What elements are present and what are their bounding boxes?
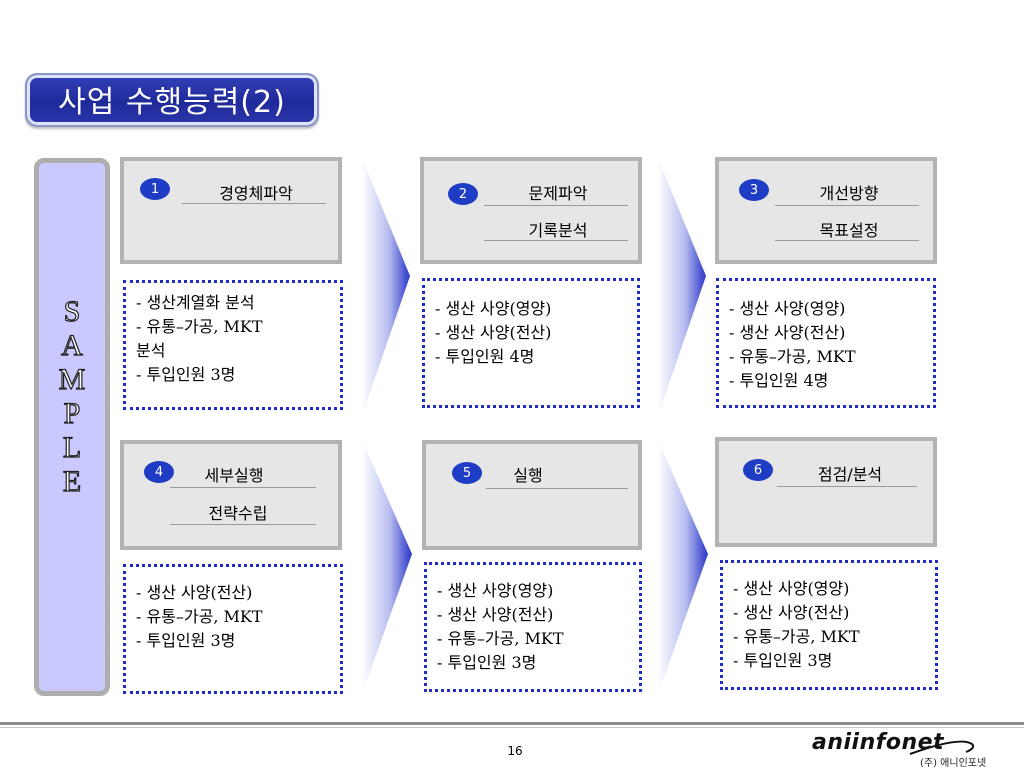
- step-number-badge: 4: [144, 461, 174, 483]
- page-title: 사업 수행능력(2): [58, 85, 286, 120]
- step-number-badge: 1: [140, 178, 170, 200]
- sample-letter: P: [63, 396, 81, 430]
- bullet-line: - 생산 사양(영양): [437, 581, 554, 600]
- step-label-underline: [170, 524, 316, 525]
- bullet-line: - 투입인원 3명: [437, 653, 537, 672]
- step-detail-box-4: - 생산 사양(전산) - 유통–가공, MKT - 투입인원 3명: [123, 564, 343, 694]
- bullet-line: - 생산 사양(전산): [136, 583, 253, 602]
- bullet-line: 분석: [136, 341, 166, 360]
- step-card-4: 4 세부실행 전략수립: [120, 440, 342, 550]
- logo-text: aniinfonet: [812, 730, 945, 755]
- step-label-underline: [484, 240, 628, 241]
- bullet-line: - 유통–가공, MKT: [729, 347, 856, 366]
- bullet-line: - 생산 사양(영양): [435, 299, 552, 318]
- step-label: 개선방향: [819, 184, 879, 203]
- sample-letter: S: [63, 294, 81, 328]
- logo-subtext: (주) 애니인포넷: [920, 758, 987, 769]
- step-number-badge: 2: [448, 183, 478, 205]
- bullet-line: - 생산 사양(전산): [733, 603, 850, 622]
- step-label: 문제파악: [528, 184, 588, 203]
- bullet-line: - 투입인원 4명: [435, 347, 535, 366]
- bullet-line: - 생산계열화 분석: [136, 293, 255, 312]
- step-number-badge: 6: [743, 459, 773, 481]
- bullet-line: - 생산 사양(영양): [733, 579, 850, 598]
- sample-letter: E: [62, 464, 82, 498]
- bullet-line: - 유통–가공, MKT: [136, 317, 263, 336]
- step-card-2: 2 문제파악 기록분석: [420, 157, 642, 264]
- bullet-line: - 투입인원 3명: [733, 651, 833, 670]
- footer-divider: [0, 727, 1024, 728]
- sample-letter: A: [61, 328, 84, 362]
- bullet-line: - 생산 사양(영양): [729, 299, 846, 318]
- step-detail-box-6: - 생산 사양(영양) - 생산 사양(전산) - 유통–가공, MKT - 투…: [720, 560, 938, 690]
- step-label-underline: [777, 486, 917, 487]
- step-detail-box-3: - 생산 사양(영양) - 생산 사양(전산) - 유통–가공, MKT - 투…: [716, 278, 936, 408]
- step-label-underline: [182, 203, 326, 204]
- step-label: 목표설정: [819, 221, 879, 240]
- step-label-underline: [775, 240, 919, 241]
- step-label-underline: [486, 488, 628, 489]
- step-label: 실행: [513, 466, 543, 485]
- step-label: 점검/분석: [817, 465, 883, 484]
- step-card-3: 3 개선방향 목표설정: [715, 157, 937, 264]
- step-label-underline: [170, 487, 316, 488]
- company-logo: aniinfonet (주) 애니인포넷: [810, 730, 1020, 769]
- step-label: 전략수립: [208, 504, 268, 523]
- page-title-badge: 사업 수행능력(2): [25, 73, 319, 127]
- step-card-5: 5 실행: [422, 440, 642, 550]
- arrow-right-icon: [362, 440, 412, 694]
- logo-swoosh-icon: [909, 740, 975, 755]
- step-detail-box-5: - 생산 사양(영양) - 생산 사양(전산) - 유통–가공, MKT - 투…: [424, 562, 642, 692]
- bullet-line: - 유통–가공, MKT: [733, 627, 860, 646]
- step-detail-box-1: - 생산계열화 분석 - 유통–가공, MKT 분석 - 투입인원 3명: [123, 280, 343, 410]
- sample-watermark-bar: S A M P L E: [34, 158, 110, 696]
- step-label-underline: [484, 205, 628, 206]
- page-number: 16: [507, 744, 523, 758]
- bullet-line: - 생산 사양(전산): [437, 605, 554, 624]
- step-label: 기록분석: [528, 221, 588, 240]
- arrow-right-icon: [362, 158, 410, 416]
- arrow-right-icon: [658, 440, 708, 694]
- step-label: 경영체파악: [219, 184, 293, 203]
- bullet-line: - 생산 사양(전산): [435, 323, 552, 342]
- step-label: 세부실행: [204, 466, 264, 485]
- bullet-line: - 투입인원 3명: [136, 631, 236, 650]
- bullet-line: - 유통–가공, MKT: [136, 607, 263, 626]
- step-number-badge: 5: [452, 462, 482, 484]
- footer-divider: [0, 722, 1024, 725]
- bullet-line: - 유통–가공, MKT: [437, 629, 564, 648]
- step-detail-box-2: - 생산 사양(영양) - 생산 사양(전산) - 투입인원 4명: [422, 278, 640, 408]
- bullet-line: - 생산 사양(전산): [729, 323, 846, 342]
- arrow-right-icon: [658, 158, 706, 416]
- step-card-1: 1 경영체파악: [120, 157, 342, 264]
- bullet-line: - 투입인원 3명: [136, 365, 236, 384]
- step-card-6: 6 점검/분석: [715, 437, 937, 547]
- sample-letter: M: [58, 362, 86, 396]
- step-label-underline: [775, 205, 919, 206]
- sample-letter: L: [62, 430, 82, 464]
- bullet-line: - 투입인원 4명: [729, 371, 829, 390]
- step-number-badge: 3: [739, 179, 769, 201]
